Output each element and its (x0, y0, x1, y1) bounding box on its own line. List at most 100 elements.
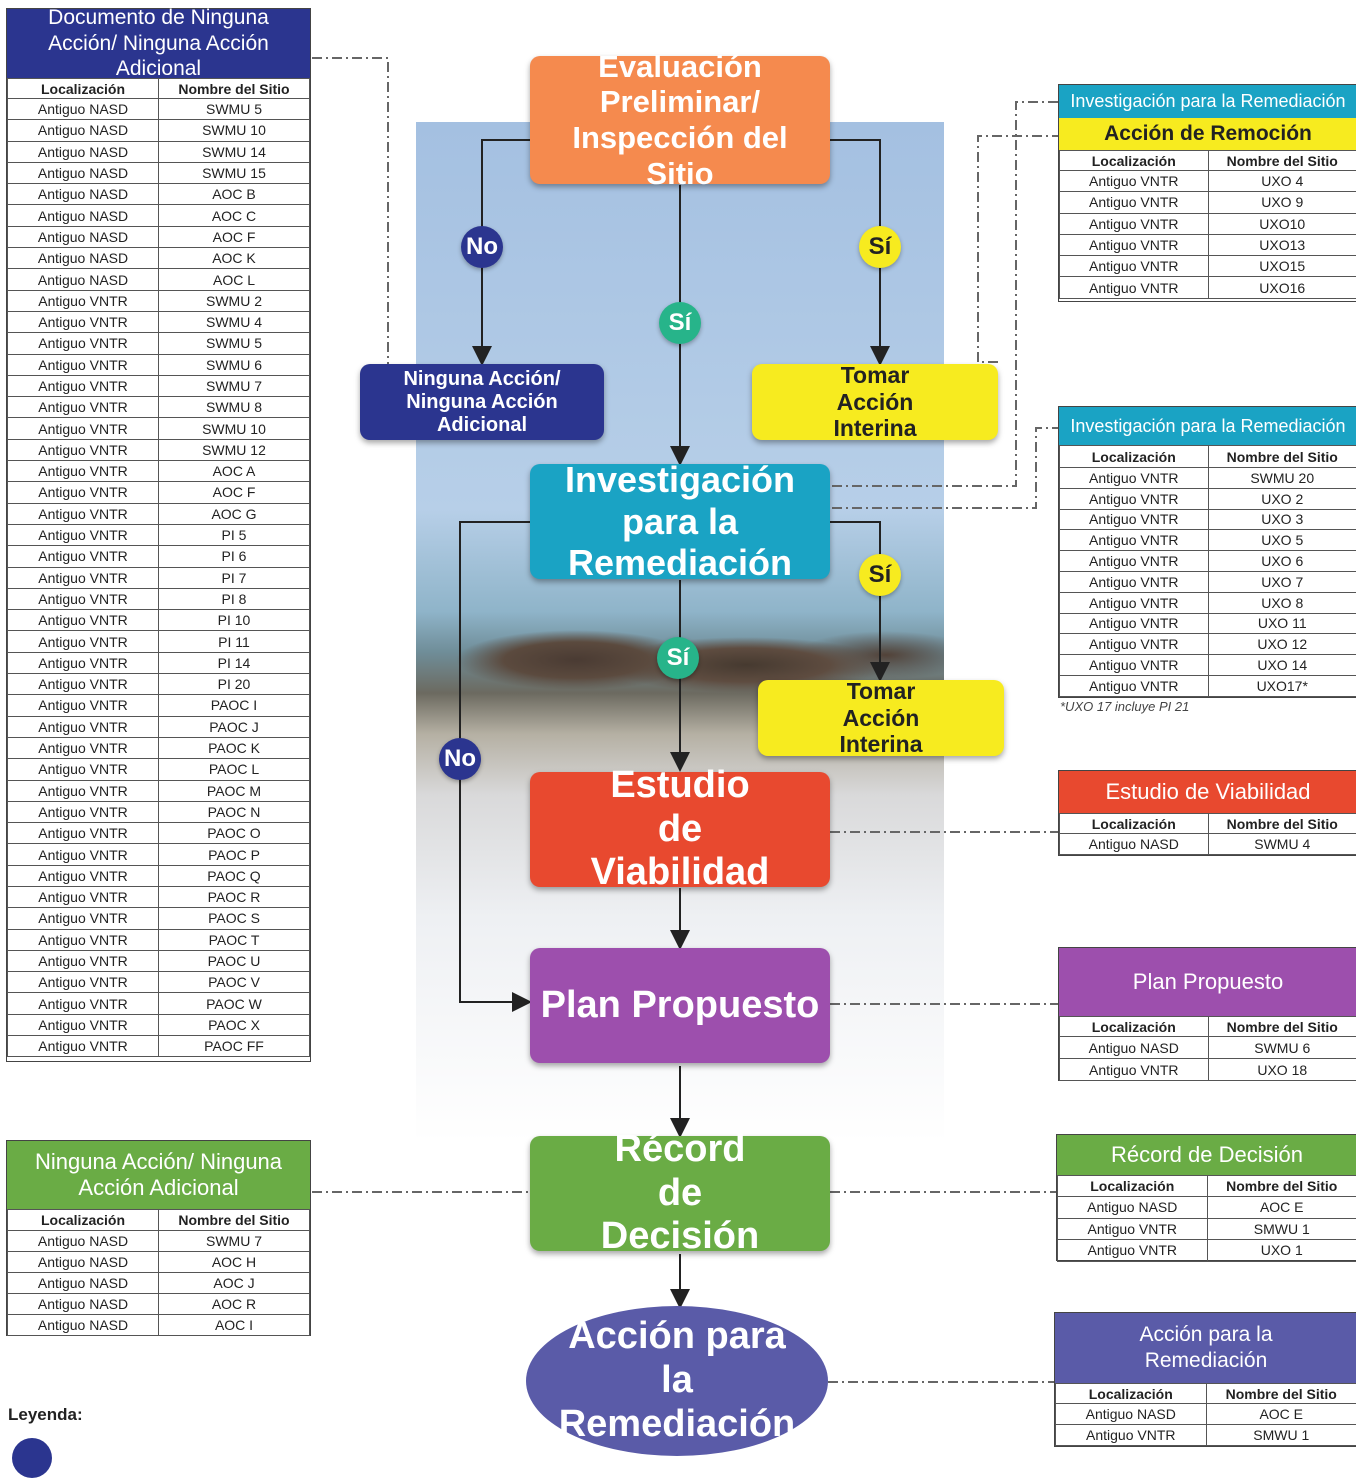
cell-site-name: PI 8 (159, 588, 310, 609)
cell-location: Antiguo VNTR (1060, 675, 1209, 696)
cell-location: Antiguo VNTR (8, 418, 159, 439)
cell-location: Antiguo VNTR (8, 610, 159, 631)
cell-site-name: PI 14 (159, 652, 310, 673)
cell-location: Antiguo VNTR (8, 546, 159, 567)
cell-location: Antiguo VNTR (8, 674, 159, 695)
si-badge-yellow-1: Sí (859, 226, 901, 268)
cell-site-name: UXO 2 (1208, 488, 1356, 509)
cell-site-name: PAOC I (159, 695, 310, 716)
ri-footnote: *UXO 17 incluye PI 21 (1060, 699, 1189, 714)
cell-location: Antiguo NASD (8, 141, 159, 162)
cell-site-name: AOC B (159, 184, 310, 205)
column-header-site-name: Nombre del Sitio (159, 1210, 310, 1231)
cell-site-name: PI 11 (159, 631, 310, 652)
cell-location: Antiguo VNTR (8, 695, 159, 716)
legend-label: Leyenda: (8, 1405, 83, 1425)
cell-location: Antiguo VNTR (8, 503, 159, 524)
cell-location: Antiguo NASD (1060, 1037, 1209, 1059)
nfa-document-table: Documento de Ninguna Acción/ Ninguna Acc… (6, 8, 311, 1062)
cell-site-name: SWMU 8 (159, 397, 310, 418)
cell-location: Antiguo VNTR (8, 631, 159, 652)
fs-box: Estudio de Viabilidad (530, 772, 830, 887)
cell-location: Antiguo VNTR (8, 993, 159, 1014)
cell-site-name: SWMU 4 (159, 311, 310, 332)
cell-location: Antiguo NASD (8, 1315, 159, 1336)
cell-site-name: UXO16 (1208, 277, 1356, 298)
cell-site-name: UXO 4 (1208, 171, 1356, 192)
cell-location: Antiguo VNTR (8, 333, 159, 354)
ra-header: Acción para la Remediación (1055, 1313, 1356, 1383)
cell-site-name: AOC K (159, 248, 310, 269)
cell-site-name: UXO 6 (1208, 551, 1356, 572)
ra-title: Acción para la Remediación (1115, 1322, 1297, 1375)
cell-location: Antiguo VNTR (8, 290, 159, 311)
cell-location: Antiguo VNTR (1060, 468, 1209, 489)
cell-site-name: UXO 9 (1208, 192, 1356, 213)
ri-title: Investigación para la Remediación (1070, 416, 1345, 437)
cell-site-name: PAOC O (159, 823, 310, 844)
cell-location: Antiguo VNTR (8, 439, 159, 460)
cell-location: Antiguo VNTR (1060, 655, 1209, 676)
cell-site-name: UXO17* (1208, 675, 1356, 696)
nfa-document-header: Documento de Ninguna Acción/ Ninguna Acc… (7, 9, 310, 78)
cell-location: Antiguo VNTR (8, 823, 159, 844)
cell-location: Antiguo VNTR (1060, 488, 1209, 509)
cell-site-name: AOC F (159, 226, 310, 247)
cell-location: Antiguo VNTR (8, 780, 159, 801)
no-badge-2: No (439, 738, 481, 780)
cell-location: Antiguo VNTR (8, 950, 159, 971)
ra-label: Acción para la Remediación (556, 1315, 798, 1446)
cell-site-name: SMWU 1 (1206, 1425, 1356, 1446)
cell-location: Antiguo VNTR (8, 354, 159, 375)
column-header-site-name: Nombre del Sitio (1208, 814, 1356, 834)
cell-location: Antiguo VNTR (8, 524, 159, 545)
cell-location: Antiguo VNTR (1060, 277, 1209, 298)
ri-table: Investigación para la Remediación Locali… (1058, 406, 1356, 698)
cell-site-name: SWMU 2 (159, 290, 310, 311)
cell-location: Antiguo VNTR (8, 461, 159, 482)
cell-site-name: PAOC V (159, 972, 310, 993)
cell-location: Antiguo VNTR (8, 844, 159, 865)
cell-site-name: SWMU 7 (159, 1231, 310, 1252)
cell-site-name: PAOC S (159, 908, 310, 929)
pp-label: Plan Propuesto (541, 984, 820, 1028)
cell-site-name: UXO 3 (1208, 509, 1356, 530)
cell-location: Antiguo VNTR (1060, 613, 1209, 634)
cell-site-name: UXO 5 (1208, 530, 1356, 551)
pp-box: Plan Propuesto (530, 948, 830, 1063)
cell-site-name: UXO10 (1208, 213, 1356, 234)
cell-location: Antiguo VNTR (8, 397, 159, 418)
si-badge-green-2: Sí (657, 637, 699, 679)
cell-site-name: SWMU 14 (159, 141, 310, 162)
cell-location: Antiguo VNTR (1060, 551, 1209, 572)
cell-location: Antiguo VNTR (8, 737, 159, 758)
cell-site-name: UXO15 (1208, 256, 1356, 277)
